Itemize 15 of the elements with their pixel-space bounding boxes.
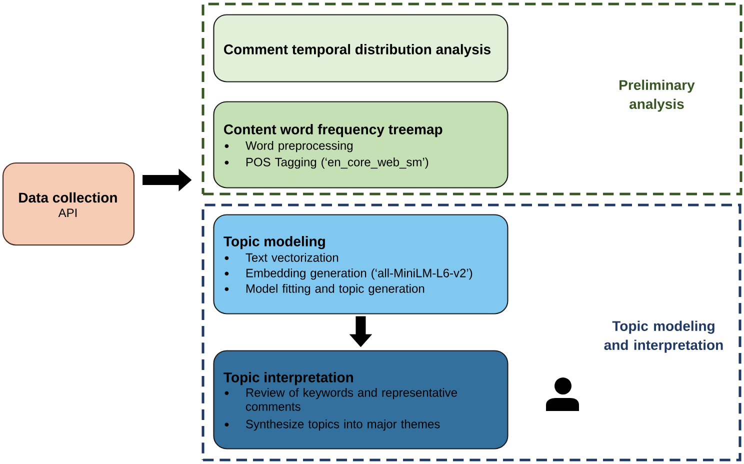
- box-heading: Topic modeling: [224, 236, 325, 250]
- box-heading: Content word frequency treemap: [224, 124, 442, 138]
- list-item: Embedding generation (‘all-MiniLM-L6-v2’): [246, 268, 472, 280]
- group-label: Topic modeling and interpretation: [604, 320, 723, 353]
- list-item: Model fitting and topic generation: [246, 284, 424, 296]
- box-heading: Comment temporal distribution analysis: [224, 44, 490, 58]
- list-item: Text vectorization: [246, 253, 338, 262]
- list-item: Review of keywords and representative comments: [246, 388, 457, 411]
- list-item: Word preprocessing: [246, 141, 352, 152]
- list-item: Synthesize topics into major themes: [246, 420, 440, 431]
- list-item: POS Tagging (‘en_core_web_sm’): [246, 158, 428, 169]
- box-subtitle: API: [58, 208, 77, 217]
- group-label: Preliminary analysis: [620, 80, 695, 112]
- box-heading: Data collection: [19, 192, 117, 203]
- box-heading: Topic interpretation: [224, 372, 353, 386]
